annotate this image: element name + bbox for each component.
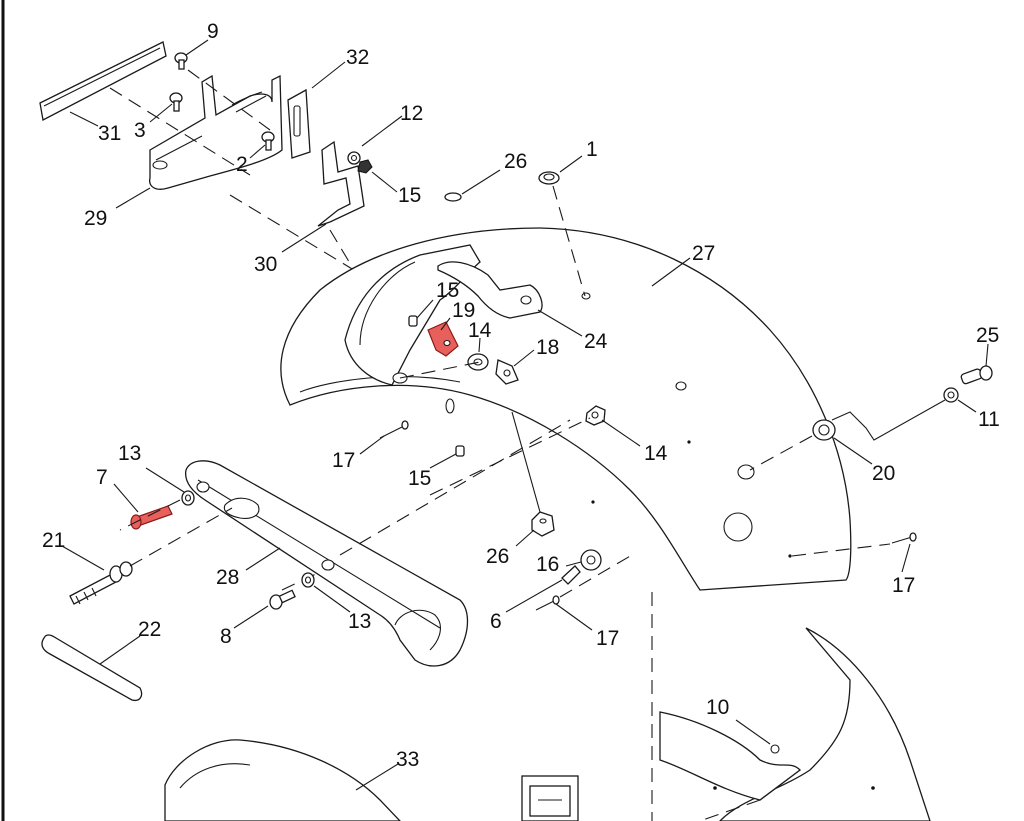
- part-30-bracket[interactable]: [317, 140, 365, 227]
- part-8-screw[interactable]: [269, 589, 296, 610]
- part-27-rear-fender[interactable]: [280, 227, 852, 591]
- callout-13-a: 13: [118, 442, 141, 465]
- callout-19: 19: [452, 299, 475, 322]
- callout-6: 6: [490, 610, 502, 633]
- part-15-nut-mid[interactable]: [408, 315, 418, 327]
- part-3-screw[interactable]: [169, 92, 183, 112]
- callout-8: 8: [220, 625, 232, 648]
- callout-30: 30: [254, 253, 277, 276]
- callout-10: 10: [706, 696, 729, 719]
- part-17-pin-upper[interactable]: [379, 420, 409, 439]
- part-lower-fender-extension[interactable]: [659, 627, 931, 821]
- callout-25: 25: [976, 324, 999, 347]
- callout-26-a: 26: [504, 150, 527, 173]
- part-13-washer-upper[interactable]: [181, 490, 195, 506]
- part-25-bolt[interactable]: [960, 365, 993, 385]
- part-21-long-bolt[interactable]: [69, 561, 133, 605]
- callout-13-b: 13: [348, 610, 371, 633]
- callout-32: 32: [346, 46, 369, 69]
- callout-20: 20: [872, 462, 895, 485]
- callout-21: 21: [42, 529, 65, 552]
- callout-22: 22: [138, 618, 161, 641]
- part-19-clip-highlighted[interactable]: [427, 321, 459, 357]
- part-15-nut-top[interactable]: [357, 159, 373, 174]
- callout-1: 1: [586, 138, 598, 161]
- callout-7: 7: [96, 466, 108, 489]
- callout-18: 18: [536, 336, 559, 359]
- part-7-bolt-highlighted[interactable]: [130, 505, 173, 530]
- callout-12: 12: [400, 102, 423, 125]
- part-17-pin-lower[interactable]: [535, 595, 560, 611]
- part-31-reflector-strip[interactable]: [39, 41, 167, 121]
- part-6-screw[interactable]: [561, 565, 581, 585]
- part-light-housing[interactable]: [521, 775, 579, 821]
- callout-11: 11: [978, 408, 1000, 431]
- part-2-screw[interactable]: [261, 131, 275, 151]
- part-22-reflector-bar[interactable]: [41, 634, 143, 702]
- callout-2: 2: [236, 153, 248, 176]
- part-17-pin-right[interactable]: [891, 532, 917, 544]
- callout-labels: 9 32 31 3 12 2 15 29 26 1 27 30 15 19 14…: [42, 20, 1000, 771]
- callout-14-b: 14: [644, 442, 668, 465]
- callout-15-a: 15: [398, 184, 421, 207]
- part-13-washer-lower[interactable]: [301, 572, 315, 588]
- callout-29: 29: [84, 207, 107, 230]
- part-32-mount-plate[interactable]: [287, 88, 311, 159]
- callout-33: 33: [396, 748, 419, 771]
- part-26-grommet-top[interactable]: [444, 192, 462, 202]
- part-24-inner-bracket[interactable]: [437, 261, 543, 319]
- callout-17-c: 17: [596, 627, 619, 650]
- part-15-nut-low[interactable]: [455, 445, 465, 457]
- callout-17-b: 17: [892, 574, 915, 597]
- part-29-license-bracket[interactable]: [149, 74, 283, 190]
- part-26-grommet-lower[interactable]: [531, 511, 555, 537]
- part-20-grommet[interactable]: [812, 419, 836, 441]
- callout-24: 24: [584, 330, 608, 353]
- callout-26-b: 26: [486, 545, 509, 568]
- callout-27: 27: [692, 242, 715, 265]
- callout-14-a: 14: [468, 319, 492, 342]
- callout-9: 9: [207, 20, 219, 43]
- part-33-lower-fender[interactable]: [164, 739, 401, 821]
- part-11-washer[interactable]: [943, 387, 959, 403]
- callout-3: 3: [134, 119, 146, 142]
- callout-17-a: 17: [332, 449, 355, 472]
- callout-16: 16: [536, 553, 559, 576]
- leader-lines: [61, 39, 989, 791]
- part-16-grommet[interactable]: [580, 549, 602, 571]
- callout-15-c: 15: [408, 467, 431, 490]
- callout-28: 28: [216, 566, 239, 589]
- part-12-washer[interactable]: [347, 151, 361, 165]
- part-28-side-rail[interactable]: [184, 460, 469, 667]
- part-1-plug[interactable]: [538, 171, 560, 185]
- callout-31: 31: [98, 122, 121, 145]
- part-18-spring-clip[interactable]: [495, 359, 519, 385]
- callout-15-b: 15: [436, 279, 459, 302]
- part-9-screw[interactable]: [174, 52, 188, 70]
